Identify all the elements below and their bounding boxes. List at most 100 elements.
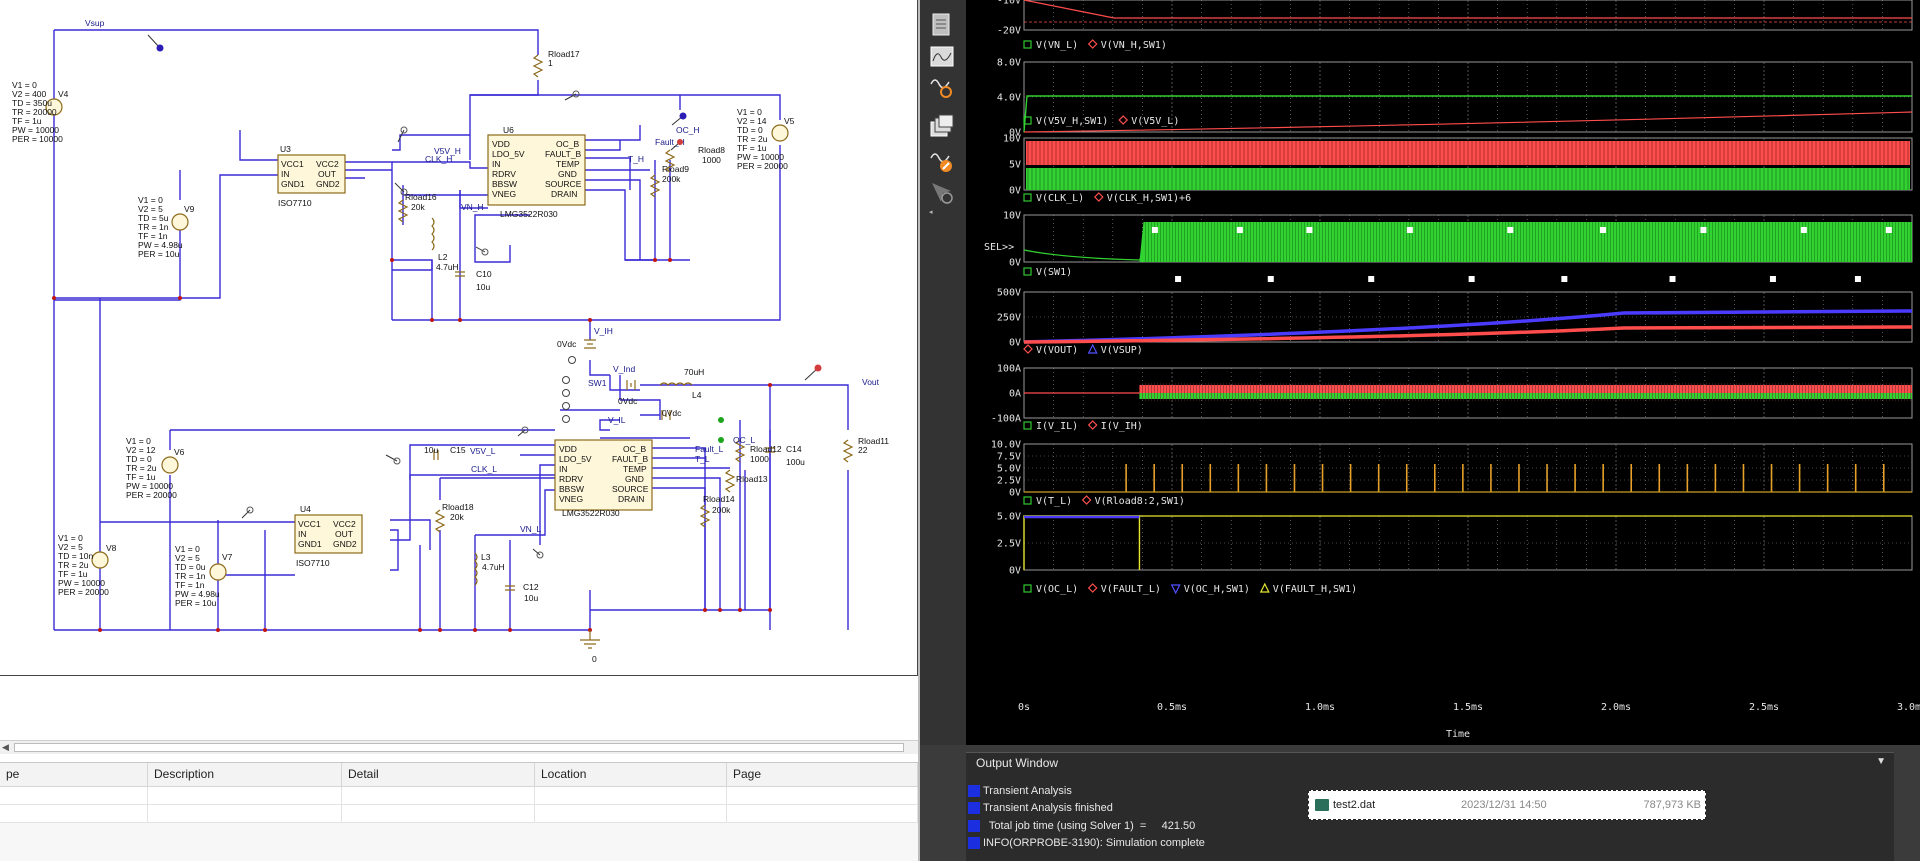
svg-text:4.7uH: 4.7uH — [482, 562, 505, 572]
inductor-l3[interactable]: L3 4.7uH — [474, 552, 505, 586]
svg-text:0Vdc: 0Vdc — [557, 339, 577, 349]
resistor-rload9[interactable]: Rload9 200k — [649, 164, 689, 198]
svg-text:L4: L4 — [692, 390, 702, 400]
capacitor-c12[interactable]: C12 10u — [505, 582, 539, 603]
capacitor-c15[interactable]: 10u C15 — [424, 445, 466, 460]
svg-text:V5V_L: V5V_L — [470, 446, 496, 456]
dc-source-v-il[interactable]: 0Vdc V_IL — [608, 408, 682, 425]
capacitor-c14[interactable]: C14 100u — [765, 444, 805, 467]
y-tick-label: 0V — [1009, 488, 1021, 499]
column-header-location[interactable]: Location — [535, 763, 727, 786]
svg-text:GND: GND — [625, 474, 644, 484]
u4-iso7710[interactable]: VCC1 IN GND1 VCC2 OUT GND2 U4 ISO7710 — [294, 504, 363, 568]
svg-text:LMG3522R030: LMG3522R030 — [562, 508, 620, 518]
svg-text:PW = 4.98u: PW = 4.98u — [175, 589, 220, 599]
trace-vout — [1023, 325, 1913, 344]
ground-symbol[interactable]: 0 — [580, 630, 600, 664]
table-cell — [0, 787, 148, 804]
resistor-rload17[interactable]: Rload17 1 — [532, 49, 580, 78]
data-file-chip[interactable]: test2.dat 2023/12/31 14:50 787,973 KB — [1308, 790, 1706, 820]
column-header-detail[interactable]: Detail — [342, 763, 535, 786]
trace-marker — [1599, 227, 1606, 233]
resistor-rload8[interactable]: Rload8 1000 — [664, 145, 725, 173]
legend-label: V(FAULT_H,SW1) — [1273, 584, 1357, 595]
svg-text:T_H: T_H — [628, 154, 644, 164]
svg-text:TEMP: TEMP — [556, 159, 580, 169]
waveform-icon[interactable] — [927, 42, 957, 72]
svg-text:20k: 20k — [450, 512, 464, 522]
source-v4[interactable]: V4 V1 = 0 V2 = 400 TD = 350u TR = 20000 … — [12, 80, 69, 144]
svg-text:10u: 10u — [476, 282, 490, 292]
svg-text:OC_L: OC_L — [733, 435, 755, 445]
svg-text:TD = 0u: TD = 0u — [175, 562, 206, 572]
table-row[interactable] — [0, 787, 918, 805]
svg-text:Rload13: Rload13 — [736, 474, 768, 484]
resistor-rload12[interactable]: Rload12 1000 — [734, 439, 782, 464]
output-window-title[interactable]: Output Window ▼ — [966, 753, 1894, 775]
dc-source-v-ind[interactable]: 0Vdc V_Ind — [613, 364, 638, 406]
chevron-down-icon[interactable]: ▼ — [1876, 756, 1886, 767]
x-tick-label: 1.5ms — [1453, 702, 1483, 713]
windows-stack-icon[interactable] — [927, 112, 957, 142]
status-icon — [968, 837, 980, 850]
column-header-page[interactable]: Page — [727, 763, 918, 786]
expand-toolbar-icon[interactable]: ◂ — [929, 209, 933, 216]
svg-text:200k: 200k — [712, 505, 731, 515]
resistor-rload13[interactable]: Rload13 — [724, 469, 768, 493]
table-row[interactable] — [0, 805, 918, 823]
schematic-canvas[interactable]: VCC1 IN GND1 VCC2 OUT GND2 U3 ISO7710 VD… — [0, 0, 918, 676]
u6-lmg3522r030[interactable]: VDD LDO_5V IN RDRV BBSW VNEG OC_B FAULT_… — [487, 125, 586, 219]
svg-text:VN_H: VN_H — [461, 202, 484, 212]
source-v8[interactable]: V8 V1 = 0 V2 = 5 TD = 10n TR = 2u TF = 1… — [58, 533, 117, 597]
capacitor-c10[interactable]: C10 10u — [455, 269, 492, 292]
svg-text:Rload11: Rload11 — [858, 436, 889, 446]
drc-results-table: pe Description Detail Location Page — [0, 762, 918, 861]
waveform-search-icon[interactable] — [927, 72, 957, 102]
u3-iso7710[interactable]: VCC1 IN GND1 VCC2 OUT GND2 U3 ISO7710 — [277, 144, 346, 208]
net-labels: Vsup V5V_H CLK_H VN_H V5V_L CLK_L VN_L V… — [85, 18, 880, 534]
svg-text:TF = 1n: TF = 1n — [138, 231, 168, 241]
inductor-l4[interactable]: 70uH L4 — [659, 367, 704, 400]
u7-lmg3522r030[interactable]: VDD LDO_5V IN RDRV BBSW VNEG OC_B FAULT_… — [554, 439, 653, 518]
probe-markers[interactable] — [147, 34, 822, 559]
junctions — [52, 258, 772, 632]
source-v7[interactable]: V7 V1 = 0 V2 = 5 TD = 0u TR = 1n TF = 1n… — [175, 544, 233, 608]
svg-text:ISO7710: ISO7710 — [278, 198, 312, 208]
resistor-rload16[interactable]: Rload16 20k — [397, 192, 437, 223]
cursor-disabled-icon[interactable] — [927, 178, 957, 208]
column-header-type[interactable]: pe — [0, 763, 148, 786]
trace-marker — [1267, 276, 1274, 282]
data-file-name: test2.dat — [1333, 799, 1376, 811]
svg-text:0Vdc: 0Vdc — [662, 408, 682, 418]
svg-text:PER = 10u: PER = 10u — [138, 249, 180, 259]
scrollbar-thumb[interactable] — [14, 743, 904, 752]
legend-label: V(VN_L) — [1036, 40, 1078, 51]
source-v5[interactable]: V5 V1 = 0 V2 = 14 TD = 0 TR = 2u TF = 1u… — [737, 107, 795, 171]
source-v6[interactable]: V6 V1 = 0 V2 = 12 TD = 0 TR = 2u TF = 1u… — [126, 436, 185, 500]
scroll-left-icon[interactable]: ◀ — [2, 742, 9, 752]
trace-i-ih — [1139, 385, 1912, 393]
plot-pane — [1023, 515, 1913, 571]
svg-text:Fault_H: Fault_H — [655, 137, 685, 147]
waveform-edit-icon[interactable] — [927, 146, 957, 176]
source-v9[interactable]: V9 V1 = 0 V2 = 5 TD = 5u TR = 1n TF = 1n… — [138, 195, 195, 259]
resistor-rload18[interactable]: Rload18 20k — [434, 502, 474, 533]
legend-label: V(T_L) — [1036, 496, 1072, 507]
resistor-rload11[interactable]: Rload11 22 — [842, 436, 889, 463]
svg-text:DRAIN: DRAIN — [551, 189, 577, 199]
column-header-description[interactable]: Description — [148, 763, 342, 786]
svg-text:SW1: SW1 — [588, 378, 607, 388]
resistor-rload14[interactable]: Rload14 200k — [699, 494, 735, 528]
y-tick-label: 0V — [1009, 128, 1021, 139]
pane-splitter[interactable] — [918, 0, 920, 861]
inductor-l2[interactable]: L2 4.7uH — [431, 217, 459, 272]
svg-text:BBSW: BBSW — [492, 179, 517, 189]
legend-marker-square — [1023, 267, 1032, 276]
horizontal-scrollbar[interactable]: ◀ — [0, 740, 918, 754]
legend-marker-square — [1023, 40, 1032, 49]
legend-label: V(OC_L) — [1036, 584, 1078, 595]
document-icon[interactable] — [927, 10, 957, 40]
dc-source-v-ih[interactable]: 0Vdc V_IH — [557, 326, 613, 349]
